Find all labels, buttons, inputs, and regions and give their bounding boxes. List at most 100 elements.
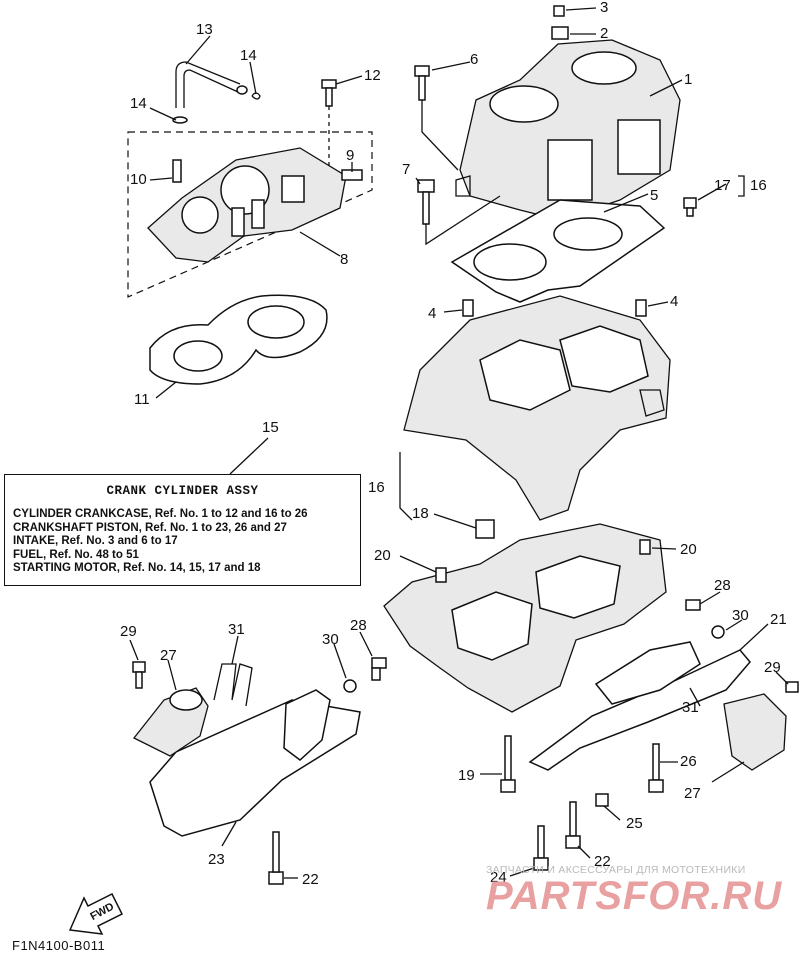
engine-mount-bracket-part (528, 649, 751, 771)
callout-17: 17 (714, 177, 731, 194)
callout-25: 25 (626, 815, 643, 832)
callout-12: 12 (364, 67, 381, 84)
callout-29: 29 (120, 623, 137, 640)
callout-15: 15 (262, 419, 279, 436)
plug-part (551, 26, 569, 40)
bolt-shank (652, 743, 660, 781)
callout-numbers: 13 14 14 12 10 9 8 11 15 3 2 6 1 7 5 17 … (120, 0, 787, 888)
callout-27: 27 (160, 647, 177, 664)
legend-line: CRANKSHAFT PISTON, Ref. No. 1 to 23, 26 … (13, 521, 287, 534)
gasket-hole (473, 243, 547, 281)
legend-line: STARTING MOTOR, Ref. No. 14, 15, 17 and … (13, 562, 261, 574)
callout-23: 23 (208, 851, 225, 868)
exhaust-port (617, 119, 661, 175)
intake-pipe (231, 207, 245, 237)
callout-5: 5 (650, 187, 658, 204)
callout-16: 16 (750, 177, 767, 194)
intake-assembly-boundary (127, 131, 373, 298)
bolt-part (414, 65, 430, 77)
watermark-logo: PARTSFOR.RU (486, 874, 783, 918)
clip-part (172, 116, 188, 124)
bolt-shank (135, 671, 143, 689)
callout-31: 31 (682, 699, 699, 716)
callout-28: 28 (350, 617, 367, 634)
bolt-part (595, 793, 609, 807)
washer-part (711, 625, 725, 639)
bolt-shank (504, 735, 512, 781)
callout-27: 27 (684, 785, 701, 802)
dowel-part (635, 299, 647, 317)
bolt-part (268, 871, 284, 885)
gasket-hole (553, 217, 623, 251)
dowel-part (462, 299, 474, 317)
bolt-part (683, 197, 697, 209)
watermark-subtitle: ЗАПЧАСТИ И АКСЕССУАРЫ ДЛЯ МОТОТЕХНИКИ (486, 864, 746, 876)
diagram-code: F1N4100-B011 (12, 938, 106, 953)
callout-22: 22 (302, 871, 319, 888)
exhaust-port (547, 139, 593, 201)
callout-20: 20 (680, 541, 697, 558)
mount-arm-part (594, 641, 701, 705)
bolt-shank (371, 667, 381, 681)
crank-bay (451, 591, 533, 661)
leader-lines (129, 7, 789, 879)
callout-21: 21 (770, 611, 787, 628)
stud-part (172, 159, 182, 183)
callout-28: 28 (714, 577, 731, 594)
callout-1: 1 (684, 71, 692, 88)
crank-bay (559, 325, 649, 393)
bolt-part (371, 657, 387, 669)
gasket-hole (173, 340, 223, 372)
callout-19: 19 (458, 767, 475, 784)
bolt-shank (686, 207, 694, 217)
callout-24: 24 (490, 869, 507, 886)
callout-30: 30 (322, 631, 339, 648)
bolt-shank (272, 831, 280, 873)
callout-22: 22 (594, 853, 611, 870)
dowel-part (435, 567, 447, 583)
crank-bay (535, 555, 621, 619)
bolt-part (685, 599, 701, 611)
callout-4: 4 (428, 305, 436, 322)
legend-box: CRANK CYLINDER ASSY CYLINDER CRANKCASE, … (4, 474, 361, 586)
fwd-arrow-icon (68, 892, 124, 935)
callout-29: 29 (764, 659, 781, 676)
callout-31: 31 (228, 621, 245, 638)
legend-line: FUEL, Ref. No. 48 to 51 (13, 548, 139, 561)
cylinder-bore (571, 51, 637, 85)
callout-20: 20 (374, 547, 391, 564)
bolt-part (417, 179, 435, 193)
bolt-part (648, 779, 664, 793)
intake-fitting (281, 175, 305, 203)
cylinder-bore (489, 85, 559, 123)
legend-line: INTAKE, Ref. No. 3 and 6 to 17 (13, 535, 178, 547)
cylinder-block-part (459, 39, 681, 221)
bolt-shank (537, 825, 545, 859)
crank-bay (479, 339, 571, 411)
callout-9: 9 (346, 147, 354, 164)
legend-list: CYLINDER CRANKCASE, Ref. No. 1 to 12 and… (13, 508, 308, 576)
bolt-part (533, 857, 549, 871)
bracket-part (213, 663, 253, 707)
callout-30: 30 (732, 607, 749, 624)
legend-line: CYLINDER CRANKCASE, Ref. No. 1 to 12 and… (13, 508, 308, 520)
hose-end (236, 85, 248, 95)
callout-14: 14 (130, 95, 147, 112)
callout-26: 26 (680, 753, 697, 770)
bolt-part (500, 779, 516, 793)
callout-16: 16 (368, 479, 385, 496)
intake-port (181, 196, 219, 234)
callout-14: 14 (240, 47, 257, 64)
intake-pipe (251, 199, 265, 229)
dowel-part (639, 539, 651, 555)
plug-part (553, 5, 565, 17)
clip-part (251, 92, 261, 100)
bolt-shank (422, 191, 430, 225)
callout-7: 7 (402, 161, 410, 178)
callout-6: 6 (470, 51, 478, 68)
bolt-shank (569, 801, 577, 837)
callout-8: 8 (340, 251, 348, 268)
callout-11: 11 (134, 391, 150, 408)
bolt-part (132, 661, 146, 673)
